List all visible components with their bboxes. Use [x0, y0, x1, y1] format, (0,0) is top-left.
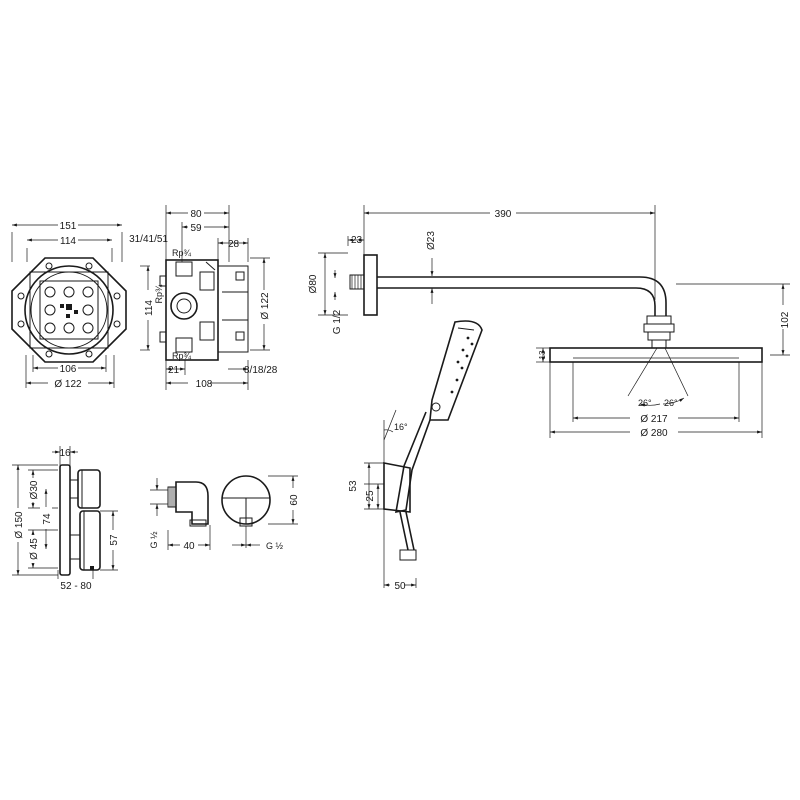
hand-shower-view: 16° 53 25 50 — [348, 320, 483, 592]
dim-angle-16: 16° — [394, 422, 408, 432]
thermostat-body — [59, 464, 101, 576]
dim-40: 40 — [183, 541, 195, 552]
dim-16: 16 — [59, 448, 71, 459]
hand-shower-body — [383, 320, 483, 561]
thermostat-view: 16 Ø 150 Ø30 74 Ø 45 57 52 - 80 — [12, 446, 120, 592]
dim-dia-80: Ø80 — [308, 274, 319, 293]
dim-52-80: 52 - 80 — [60, 581, 92, 592]
dim-dia-45: Ø 45 — [29, 538, 40, 560]
dim-102: 102 — [780, 311, 791, 328]
dim-57: 57 — [109, 534, 120, 546]
outlet-elbow-view: G ½ 40 — [149, 478, 211, 552]
box-front-body — [11, 257, 127, 363]
dim-dia-280: Ø 280 — [640, 428, 668, 439]
overhead-shower-view: 390 23 Ø23 Ø80 G 1/2 102 13 26° 26° Ø 21… — [308, 205, 791, 439]
dim-angle-26-right: 26° — [664, 398, 678, 408]
dim-106: 106 — [60, 364, 77, 375]
outlet-elbow-body — [167, 481, 209, 527]
label-rp-top: Rp¾ — [172, 248, 192, 258]
shower-arm — [349, 254, 667, 316]
dim-dia-150: Ø 150 — [14, 511, 25, 539]
dim-114-height: 114 — [144, 300, 155, 316]
dim-390: 390 — [495, 209, 512, 220]
dim-108: 108 — [196, 379, 213, 390]
box-side-view: 80 59 31/41/51 28 Rp¾ Rp¾ Rp¾ 114 Ø 122 … — [129, 205, 278, 390]
label-g-half: G 1/2 — [332, 309, 343, 334]
dim-60: 60 — [289, 494, 300, 506]
label-rp-bottom: Rp¾ — [172, 351, 192, 361]
outlet-round-view: 60 G ½ — [221, 475, 300, 551]
label-rp-side: Rp¾ — [154, 284, 164, 304]
label-g-half-round: G ½ — [266, 541, 284, 551]
dim-23: 23 — [351, 235, 363, 246]
box-side-body — [159, 259, 249, 361]
label-g-half-elbow: G ½ — [149, 531, 159, 549]
dim-25: 25 — [365, 490, 376, 502]
dim-53: 53 — [348, 480, 359, 492]
dim-21: 21 — [168, 365, 180, 376]
dim-74: 74 — [42, 513, 53, 525]
dim-dia-217: Ø 217 — [640, 414, 668, 425]
box-front-view: 151 114 106 Ø 122 — [11, 219, 127, 390]
dim-114: 114 — [60, 236, 76, 247]
dim-13: 13 — [538, 350, 547, 359]
shower-head — [549, 315, 763, 363]
dim-59: 59 — [190, 223, 202, 234]
dim-dia-23: Ø23 — [426, 231, 437, 250]
dim-8-18-28: 8/18/28 — [244, 365, 278, 376]
dim-depth-31-41-51: 31/41/51 — [129, 234, 168, 245]
outlet-round-body — [221, 475, 271, 527]
dim-dia-122-side: Ø 122 — [260, 292, 271, 320]
dim-dia-30: Ø30 — [29, 480, 40, 499]
dim-28: 28 — [228, 239, 240, 250]
dim-50: 50 — [394, 581, 406, 592]
dim-angle-26-left: 26° — [638, 398, 652, 408]
dim-80: 80 — [190, 209, 202, 220]
dim-151: 151 — [60, 221, 77, 232]
dim-dia-122: Ø 122 — [54, 379, 82, 390]
